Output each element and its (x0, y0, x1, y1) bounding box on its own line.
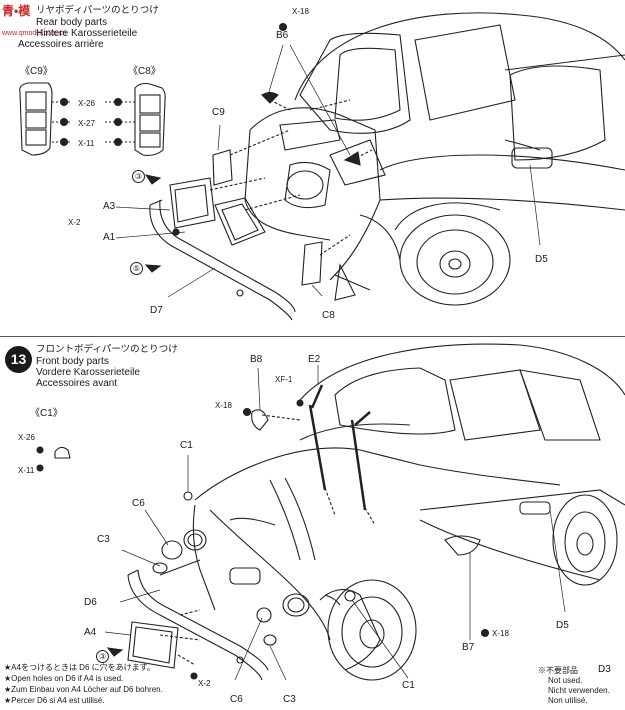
label-a4: A4 (84, 627, 97, 638)
label-c1-bottom: C1 (402, 680, 415, 691)
label-c6-bottom: C6 (230, 694, 243, 705)
step13-title-jp: フロントボディパーツのとりつけ (36, 344, 178, 355)
label-d7: D7 (150, 305, 163, 316)
label-x2-front: X-2 (198, 679, 211, 688)
leader-lines-step12 (115, 44, 541, 298)
not-used-part: D3 (598, 664, 611, 675)
step-number-13: 13 (5, 346, 32, 373)
not-used-en: Not used. (548, 676, 583, 685)
label-c8: C8 (322, 310, 335, 321)
note-de: ★Zum Einbau von A4 Löcher auf D6 bohren. (4, 685, 163, 694)
section-divider (0, 336, 625, 337)
rear-bumper (149, 199, 296, 321)
not-used-fr: Non utilisé. (548, 696, 588, 705)
label-e2: E2 (308, 354, 321, 365)
step13-title-en: Front body parts (36, 356, 109, 367)
label-d5-front: D5 (556, 620, 569, 631)
screw-label-x26: X-26 (78, 99, 95, 108)
note-jp: ★A4をつけるときは D6 に穴をあけます。 (4, 663, 155, 672)
label-a3: A3 (103, 201, 116, 212)
step12-title-en: Rear body parts (36, 17, 108, 28)
screw-label-x11: X-11 (78, 139, 95, 148)
front-bumper (127, 569, 269, 681)
screw-label-x27: X-27 (78, 119, 95, 128)
label-x2: X-2 (68, 218, 81, 227)
screw-label-x26-front: X-26 (18, 433, 35, 442)
screws-step12 (59, 97, 123, 147)
label-c3: C3 (97, 534, 110, 545)
label-x18: X-18 (292, 7, 309, 16)
screws-step13 (36, 399, 490, 680)
label-a1: A1 (103, 232, 116, 243)
label-c9: C9 (212, 107, 225, 118)
label-b6: B6 (276, 30, 289, 41)
label-step-3-front: ③ (96, 650, 109, 663)
rear-car-body (244, 12, 625, 306)
not-used-jp: ※不要部品 (538, 666, 578, 675)
wiper-arms (308, 384, 371, 511)
front-plate (127, 621, 179, 669)
assembly-arrows-step13 (159, 414, 376, 666)
part-note-c8: 《C8》 (128, 66, 161, 77)
step13-title-fr: Accessoires avant (36, 378, 118, 389)
label-d6: D6 (84, 597, 97, 608)
taillight-left-detail (19, 82, 53, 156)
label-x18-front: X-18 (215, 401, 232, 410)
label-c6: C6 (132, 498, 145, 509)
label-c1: C1 (180, 440, 193, 451)
screw-label-x11-front: X-11 (18, 466, 35, 475)
taillight-right-detail (134, 82, 166, 156)
front-car-body (159, 343, 625, 681)
note-fr: ★Percer D6 si A4 est utilisé. (4, 696, 105, 705)
label-step-3: ③ (132, 170, 145, 183)
label-b7: B7 (462, 642, 475, 653)
label-xf1: XF-1 (275, 375, 293, 384)
label-b8: B8 (250, 354, 263, 365)
screw-x18-top (261, 22, 361, 166)
leader-lines-step13 (104, 365, 566, 681)
step12-title-jp: リヤボディパーツのとりつけ (36, 5, 159, 16)
label-d5: D5 (535, 254, 548, 265)
watermark-logo: 青•模 (2, 4, 31, 18)
note-en: ★Open holes on D6 if A4 is used. (4, 674, 124, 683)
label-step-5: ⑤ (130, 262, 143, 275)
label-x18-b7: X-18 (492, 629, 509, 638)
part-note-c9: 《C9》 (20, 66, 53, 77)
step12-title-fr: Accessoires arrière (18, 39, 104, 50)
license-plate-lamps (169, 149, 323, 286)
step12-title-de: Hintere Karosserieteile (36, 28, 138, 39)
part-note-c1: 《C1》 (30, 408, 63, 419)
small-screws-step12 (144, 174, 180, 273)
label-c3-bottom: C3 (283, 694, 296, 705)
step13-title-de: Vordere Karosserieteile (36, 367, 140, 378)
assembly-arrows-step12 (209, 99, 373, 256)
not-used-de: Nicht verwenden. (548, 686, 610, 695)
front-small-parts (54, 409, 277, 646)
watermark-url: www.qmodel.com.cn (2, 30, 67, 37)
